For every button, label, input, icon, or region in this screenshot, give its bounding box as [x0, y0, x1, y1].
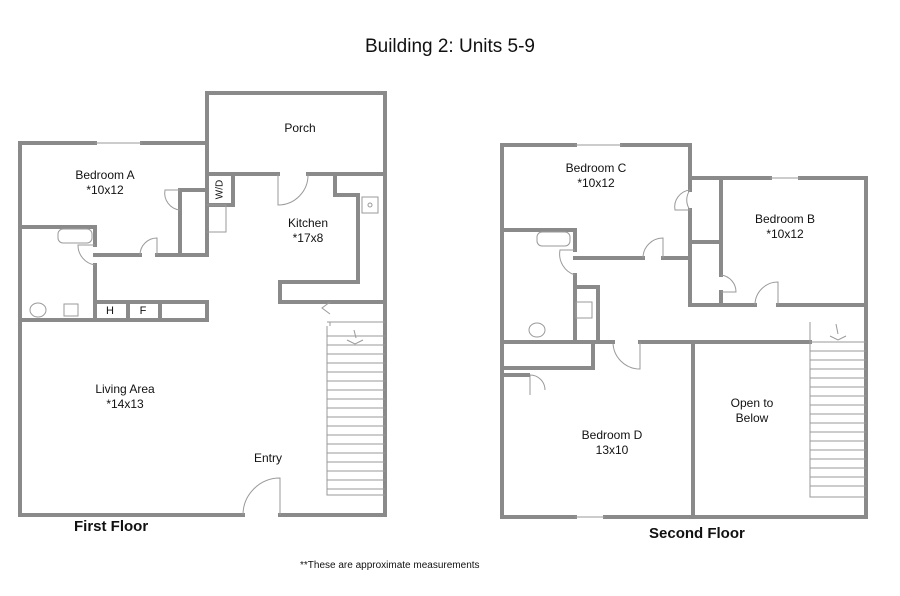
room-label-living-area: Living Area *14x13 — [80, 382, 170, 412]
room-size: *14x13 — [106, 397, 144, 411]
room-label-bedroom-d: Bedroom D 13x10 — [572, 428, 652, 458]
floor-label-second: Second Floor — [649, 525, 745, 542]
footnote: **These are approximate measurements — [300, 560, 480, 571]
room-size: *10x12 — [86, 183, 124, 197]
room-label-bedroom-a: Bedroom A *10x12 — [65, 168, 145, 198]
closet-label-wd: W/D — [214, 179, 226, 200]
room-name: Open to — [730, 396, 774, 410]
floor-label-first: First Floor — [74, 518, 149, 535]
room-name: Bedroom D — [581, 428, 643, 442]
room-label-bedroom-b: Bedroom B *10x12 — [745, 212, 825, 242]
second-floor-stairs — [809, 322, 866, 498]
second-floor-walls — [500, 143, 868, 519]
room-label-porch: Porch — [284, 121, 316, 135]
room-label-entry: Entry — [253, 451, 282, 465]
closet-label-f: F — [139, 305, 147, 317]
room-name: Living Area — [95, 382, 155, 396]
first-floor-walls — [18, 91, 387, 517]
room-size: 13x10 — [595, 443, 629, 457]
closet-label-h: H — [106, 305, 114, 317]
room-size: Below — [735, 411, 769, 425]
room-label-kitchen: Kitchen *17x8 — [268, 216, 348, 246]
room-label-open-to-below: Open to Below — [712, 396, 792, 426]
room-size: *17x8 — [292, 231, 324, 245]
room-label-bedroom-c: Bedroom C *10x12 — [556, 161, 636, 191]
room-size: *10x12 — [577, 176, 615, 190]
room-name: Bedroom B — [754, 212, 816, 226]
first-floor-stairs — [326, 321, 385, 496]
room-name: Bedroom A — [75, 168, 135, 182]
room-size: *10x12 — [766, 227, 804, 241]
room-name: Kitchen — [287, 216, 329, 230]
room-name: Bedroom C — [565, 161, 627, 175]
page-title: Building 2: Units 5-9 — [364, 36, 536, 57]
